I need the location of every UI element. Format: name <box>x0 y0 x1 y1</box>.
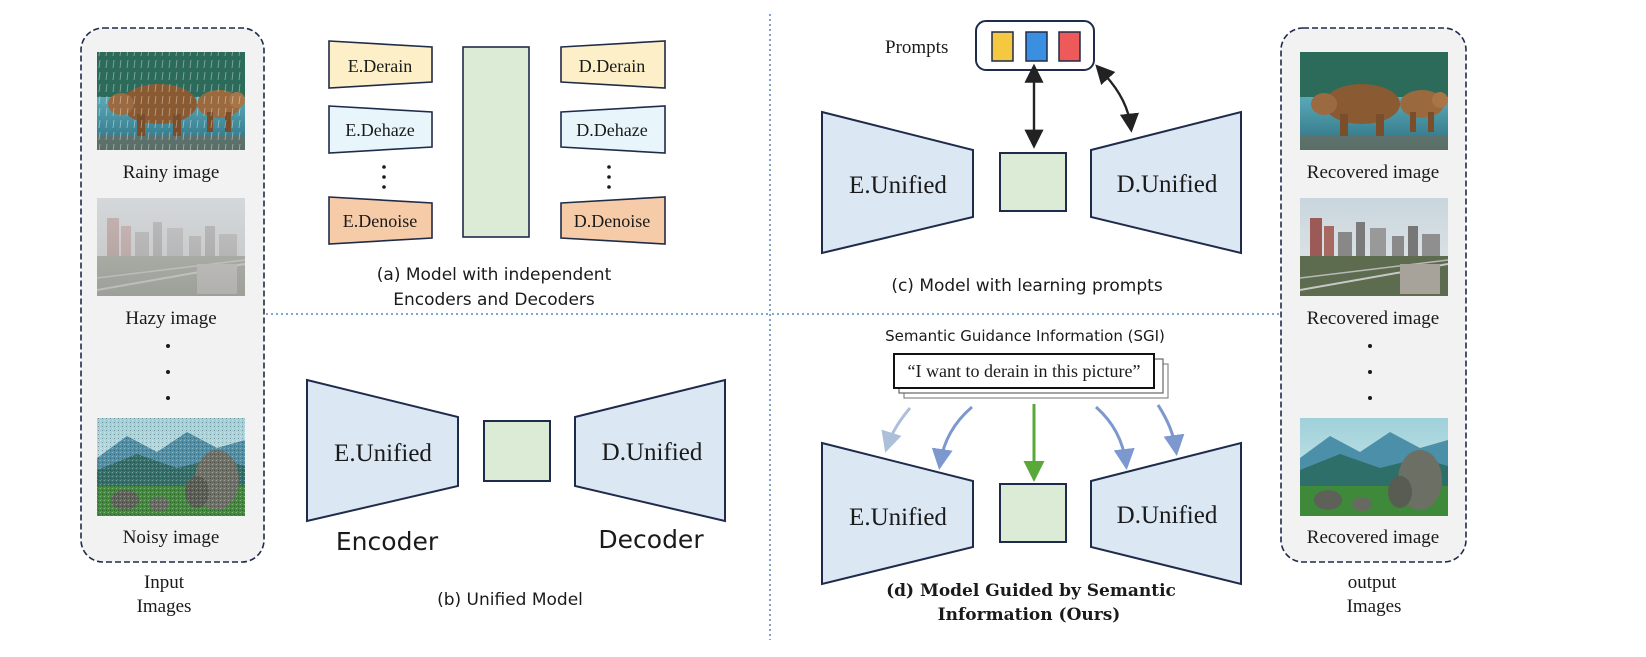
encoder-denoise-label: E.Denoise <box>343 211 417 231</box>
panel-d-encoder-label: E.Unified <box>849 504 947 531</box>
panel-d-encoder <box>821 441 974 586</box>
encoder-derain: E.Derain <box>328 40 433 89</box>
prompt-blue <box>1025 31 1048 62</box>
panel-b-caption: (b) Unified Model <box>437 590 583 610</box>
panel-b-encoder <box>306 378 459 523</box>
guide-arrow-encoder-inner <box>931 405 973 470</box>
recovered-city-photo <box>1300 198 1448 296</box>
hazy-image-caption: Hazy image <box>125 308 216 329</box>
input-panel: Rainy image Hazy image Noisy image <box>80 27 265 563</box>
panel-c: Prompts E.Unified D.Unified (c) Model wi… <box>821 20 1242 296</box>
panel-a-latent <box>462 46 530 238</box>
prompts-label: Prompts <box>885 37 948 58</box>
panel-a: E.Derain E.Dehaze E.Denoise D.Derain D.D… <box>328 40 666 310</box>
panel-c-decoder-label: D.Unified <box>1117 171 1218 198</box>
panel-c-decoder <box>1090 110 1242 255</box>
noisy-image-caption: Noisy image <box>123 527 220 548</box>
panel-a-caption-line1: (a) Model with independent <box>377 265 612 285</box>
panel-b-encoder-label: E.Unified <box>334 440 432 467</box>
noisy-photo <box>97 418 245 516</box>
recovered-caption-3: Recovered image <box>1307 527 1439 548</box>
guide-arrow-decoder-inner <box>1095 405 1135 470</box>
rainy-image-caption: Rainy image <box>123 162 220 183</box>
recovered-caption-1: Recovered image <box>1307 162 1439 183</box>
encoder-derain-label: E.Derain <box>348 56 412 76</box>
panel-c-caption: (c) Model with learning prompts <box>891 276 1163 296</box>
encoder-denoise: E.Denoise <box>328 196 433 245</box>
encoder-dehaze-label: E.Dehaze <box>345 120 414 140</box>
panel-b-decoder <box>574 378 726 523</box>
prompt-red <box>1058 31 1081 62</box>
panel-d-caption-line2: Information (Ours) <box>938 605 1121 625</box>
recovered-caption-2: Recovered image <box>1307 308 1439 329</box>
encoder-caption: Encoder <box>336 527 439 556</box>
decoder-ellipsis <box>607 165 611 189</box>
decoder-dehaze-label: D.Dehaze <box>576 120 647 140</box>
decoder-derain-label: D.Derain <box>579 56 645 76</box>
panel-c-encoder-label: E.Unified <box>849 172 947 199</box>
input-label-line2: Images <box>137 596 192 617</box>
panel-c-latent <box>999 152 1067 212</box>
output-label-line1: output <box>1348 572 1397 593</box>
panel-d-decoder-label: D.Unified <box>1117 502 1218 529</box>
panel-d-decoder <box>1090 441 1242 586</box>
sgi-text: “I want to derain in this picture” <box>908 361 1141 381</box>
panel-b-decoder-label: D.Unified <box>602 439 703 466</box>
prompt-yellow <box>991 31 1014 62</box>
prompt-decoder-arrow <box>1095 64 1140 133</box>
panel-c-encoder <box>821 110 974 255</box>
encoder-dehaze: E.Dehaze <box>328 105 433 154</box>
decoder-derain: D.Derain <box>560 40 666 89</box>
panel-b: E.Unified D.Unified Encoder Decoder (b) … <box>306 378 726 610</box>
output-panel: Recovered image Recovered image Recovere… <box>1280 27 1467 563</box>
panel-b-latent <box>483 420 551 482</box>
sgi-title: Semantic Guidance Information (SGI) <box>885 327 1165 345</box>
guide-arrow-encoder-outer <box>881 407 912 453</box>
recovered-bear-photo <box>1300 52 1448 150</box>
panel-a-caption-line2: Encoders and Decoders <box>393 290 595 310</box>
output-label-line2: Images <box>1347 596 1402 617</box>
output-ellipsis <box>1368 344 1372 400</box>
decoder-caption: Decoder <box>598 525 704 554</box>
decoder-denoise-label: D.Denoise <box>574 211 650 231</box>
panel-d-caption-line1: (d) Model Guided by Semantic <box>886 581 1176 601</box>
decoder-dehaze: D.Dehaze <box>560 105 666 154</box>
recovered-mountain-photo <box>1300 418 1448 516</box>
encoder-ellipsis <box>382 165 386 189</box>
guide-arrow-decoder-outer <box>1156 404 1185 456</box>
hazy-photo <box>97 198 245 296</box>
panel-d: Semantic Guidance Information (SGI) “I w… <box>821 327 1242 625</box>
input-label-line1: Input <box>144 572 185 593</box>
input-ellipsis <box>166 344 170 400</box>
panel-d-latent <box>999 483 1067 543</box>
decoder-denoise: D.Denoise <box>560 196 666 245</box>
rainy-photo <box>97 52 245 150</box>
sgi-card <box>893 353 1155 389</box>
